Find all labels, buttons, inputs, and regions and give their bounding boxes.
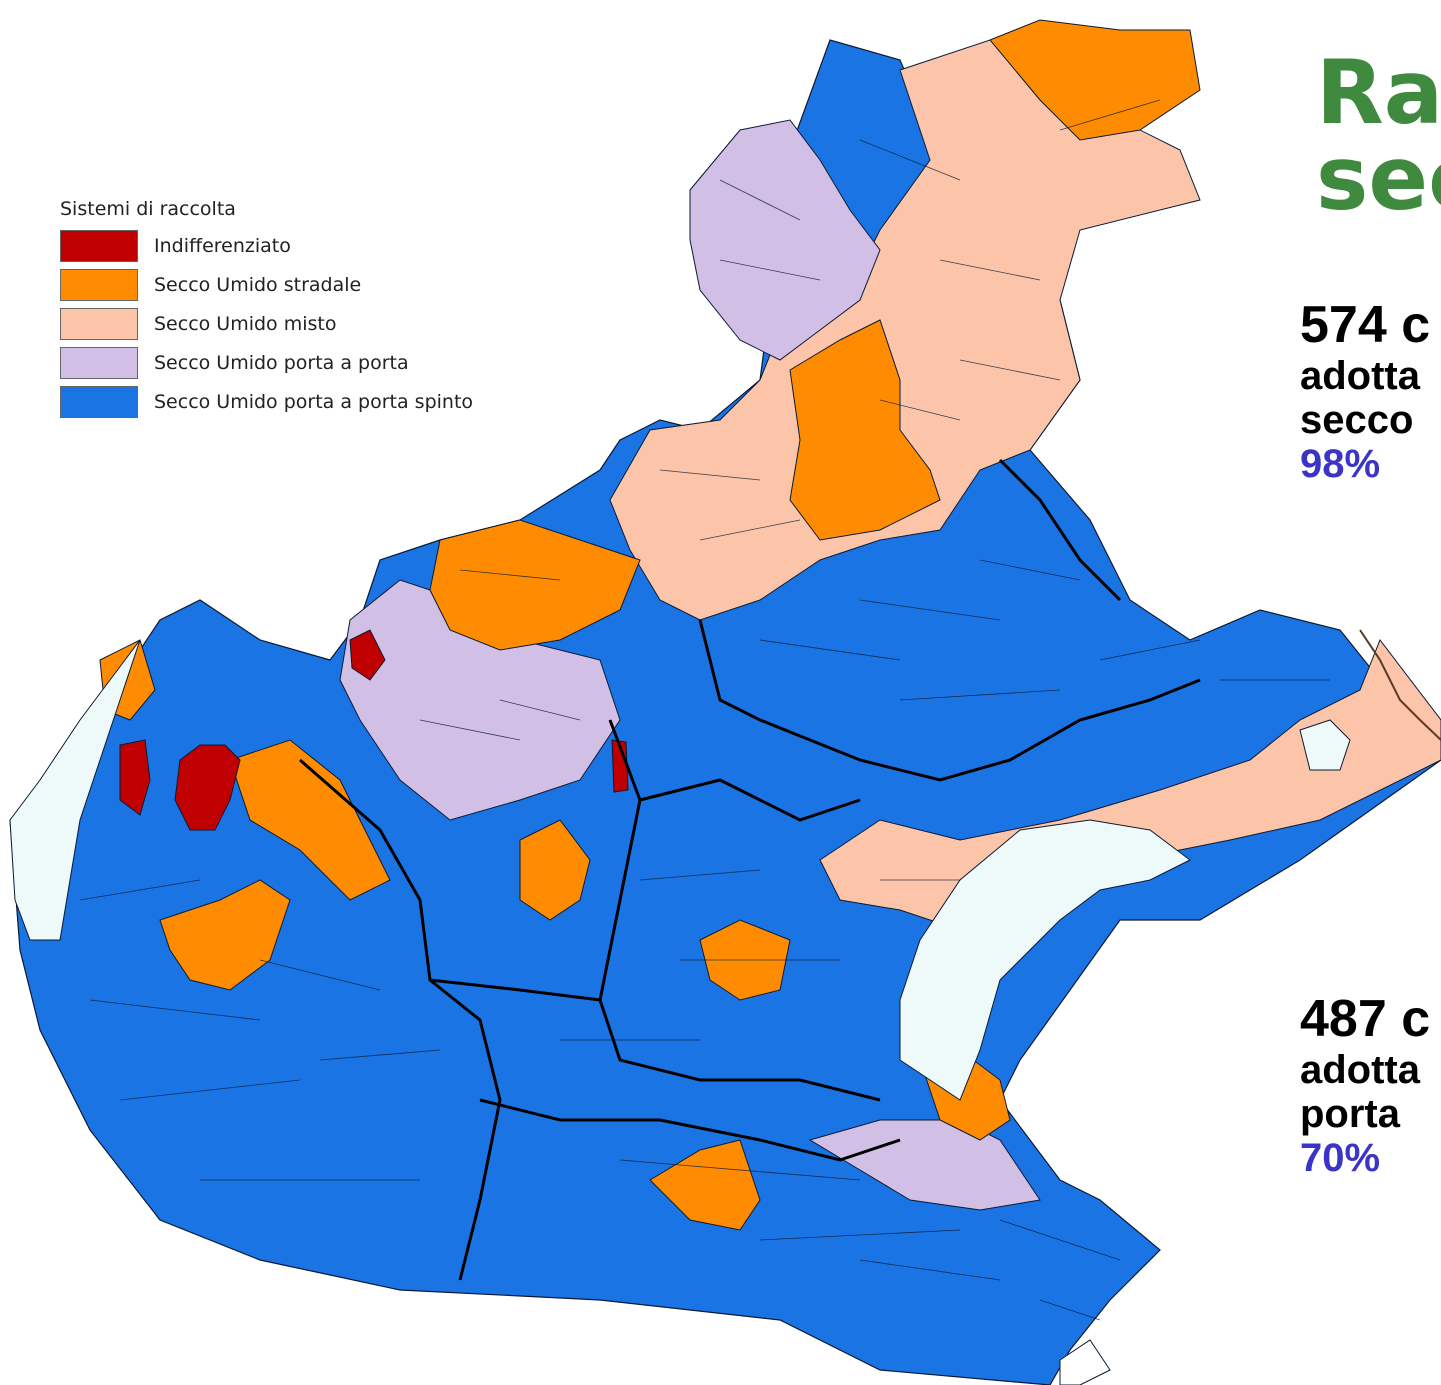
legend-item-misto: Secco Umido misto bbox=[60, 304, 473, 343]
stat-percent: 70% bbox=[1300, 1136, 1381, 1180]
stat-text: adotta bbox=[1300, 354, 1420, 398]
region-indifferenziato-2 bbox=[119, 739, 151, 816]
legend-label: Secco Umido porta a porta bbox=[154, 351, 409, 374]
legend-label: Secco Umido stradale bbox=[154, 273, 362, 296]
region-indifferenziato-1 bbox=[349, 629, 386, 681]
legend-swatch bbox=[60, 268, 138, 301]
region-stradale-centre-north bbox=[789, 319, 941, 541]
province-boundaries bbox=[299, 458, 1201, 1281]
stat-text: porta bbox=[1300, 1092, 1400, 1136]
stat-text: adotta bbox=[1300, 1048, 1420, 1092]
legend-swatch bbox=[60, 307, 138, 340]
region-indifferenziato-4 bbox=[611, 739, 629, 793]
legend-label: Secco Umido porta a porta spinto bbox=[154, 390, 474, 413]
legend-swatch bbox=[60, 346, 138, 379]
region-porta-a-porta-south bbox=[808, 1119, 1041, 1211]
legend-item-stradale: Secco Umido stradale bbox=[60, 265, 473, 304]
slide-title: Ra sec bbox=[1316, 41, 1441, 230]
region-porta-a-porta-north bbox=[689, 119, 881, 361]
stat-text: secco bbox=[1300, 398, 1414, 442]
region-stradale-south bbox=[649, 1139, 761, 1231]
stat-count: 574 c bbox=[1300, 296, 1431, 354]
legend-label: Secco Umido misto bbox=[154, 312, 337, 335]
region-indifferenziato-3 bbox=[174, 744, 241, 831]
stat-block-1: 574 c adotta secco 98% bbox=[1300, 296, 1430, 486]
legend-title: Sistemi di raccolta bbox=[60, 198, 236, 220]
legend-swatch bbox=[60, 385, 138, 418]
stat-percent: 98% bbox=[1300, 442, 1381, 486]
stat-count: 487 c bbox=[1300, 990, 1431, 1048]
legend-label: Indifferenziato bbox=[154, 234, 291, 257]
venice-lagoon bbox=[899, 819, 1191, 1101]
delta-lagoon bbox=[1059, 1339, 1111, 1385]
coastline bbox=[1359, 629, 1441, 741]
map-legend: Sistemi di raccolta Indifferenziato Secc… bbox=[60, 198, 473, 421]
region-porta-a-porta-spinto bbox=[9, 39, 1441, 1385]
region-stradale-west bbox=[159, 879, 291, 991]
legend-item-porta-a-porta: Secco Umido porta a porta bbox=[60, 343, 473, 382]
legend-swatch bbox=[60, 229, 138, 262]
region-stradale-west-hills bbox=[229, 739, 391, 901]
title-line-2: sec bbox=[1316, 127, 1441, 230]
legend-item-porta-a-porta-spinto: Secco Umido porta a porta spinto bbox=[60, 382, 473, 421]
region-stradale-centre bbox=[519, 819, 591, 921]
title-line-1: Ra bbox=[1316, 41, 1441, 144]
stat-block-2: 487 c adotta porta 70% bbox=[1300, 990, 1430, 1180]
region-stradale-northwest bbox=[429, 519, 641, 651]
municipal-boundaries bbox=[79, 99, 1330, 1321]
legend-item-indifferenziato: Indifferenziato bbox=[60, 226, 473, 265]
lake-garda bbox=[9, 639, 141, 941]
region-stradale-northeast bbox=[989, 19, 1201, 141]
lagoon-east bbox=[1299, 719, 1351, 771]
